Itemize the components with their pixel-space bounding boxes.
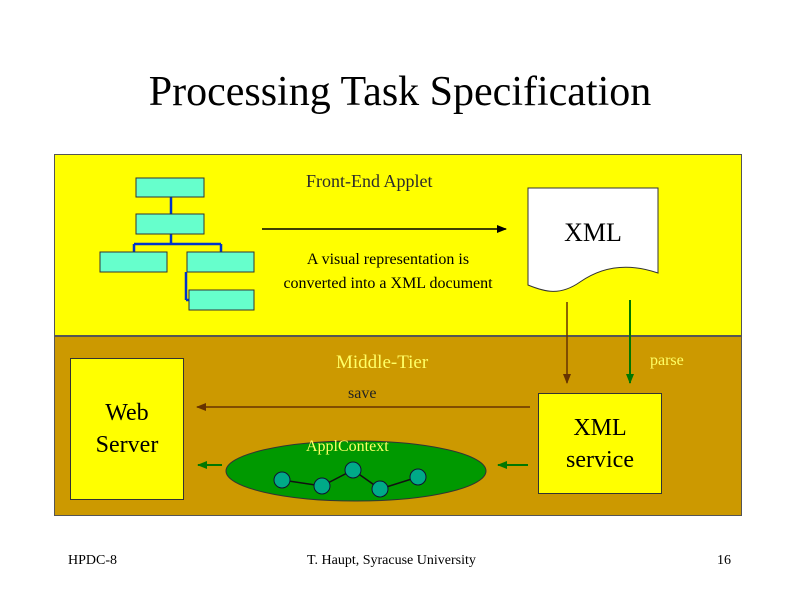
footer-center: T. Haupt, Syracuse University (307, 553, 476, 568)
xml-service-label: XML service (566, 414, 634, 473)
footer-page-number: 16 (717, 553, 731, 568)
web-server-label: Web Server (95, 400, 159, 458)
context-node (409, 468, 427, 486)
appl-context-label: ApplContext (306, 438, 389, 455)
save-label: save (348, 385, 377, 402)
context-node (313, 477, 331, 495)
middle-tier-label: Middle-Tier (336, 352, 429, 373)
conversion-caption: A visual representation is converted int… (283, 251, 493, 292)
xml-document-shape (527, 187, 659, 292)
web-server-box: Web Server (70, 358, 184, 500)
context-node (371, 480, 389, 498)
tree-node (188, 289, 255, 311)
xml-service-box: XML service (538, 393, 662, 494)
tree-node (135, 213, 205, 235)
tree-diagram (99, 177, 255, 311)
tree-node (186, 251, 255, 273)
tree-node (135, 177, 205, 198)
slide-title: Processing Task Specification (148, 69, 652, 115)
context-node (344, 461, 362, 479)
xml-document-label: XML (564, 218, 622, 247)
context-node (273, 471, 291, 489)
front-end-applet-label: Front-End Applet (306, 171, 433, 191)
tree-node (99, 251, 168, 273)
parse-label: parse (650, 352, 684, 369)
footer-left: HPDC-8 (68, 553, 118, 568)
